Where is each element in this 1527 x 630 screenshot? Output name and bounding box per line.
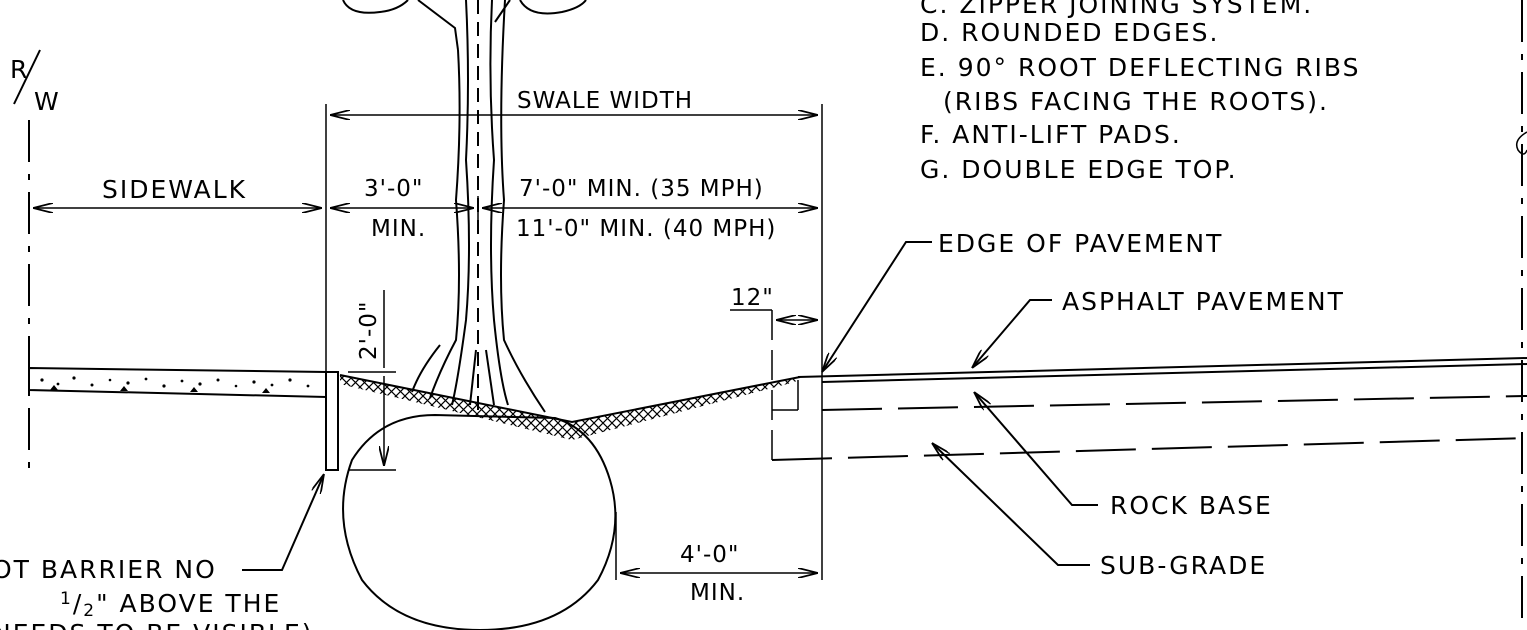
lower-dimensions: SIDEWALK 3'-0" MIN. 7'-0" MIN. (35 MPH) … xyxy=(33,175,818,242)
note-c: C. ZIPPER JOINING SYSTEM. xyxy=(920,0,1313,19)
sidewalk-slab xyxy=(28,366,327,399)
rock-base-line xyxy=(821,395,1527,411)
trunk-inner-right xyxy=(489,0,509,406)
root-barrier-note-line3: NEEDS TO BE VISIBLE) xyxy=(0,619,314,630)
root-mid xyxy=(469,349,477,406)
pavement-layers xyxy=(771,357,1527,461)
branch-left xyxy=(417,0,459,51)
row-slash xyxy=(13,49,41,105)
root-mid-right xyxy=(485,349,495,406)
concrete-stipple xyxy=(40,376,310,393)
edge-of-pavement-leader xyxy=(822,241,932,372)
root-barrier-panel xyxy=(325,371,339,471)
sub-grade-leader xyxy=(932,443,1090,566)
trunk-left-edge xyxy=(429,49,461,399)
sidewalk-outline xyxy=(28,366,327,399)
notes-list: C. ZIPPER JOINING SYSTEM. D. ROUNDED EDG… xyxy=(920,0,1361,184)
fraction-slash: / xyxy=(73,589,83,618)
note-d: D. ROUNDED EDGES. xyxy=(920,18,1219,47)
fraction-denominator: 2 xyxy=(83,601,96,621)
asphalt-pavement-label: ASPHALT PAVEMENT xyxy=(1062,287,1345,316)
min-4ft-label: 4'-0" xyxy=(680,542,739,568)
sidewalk-label: SIDEWALK xyxy=(102,175,247,204)
edge-of-pavement-label: EDGE OF PAVEMENT xyxy=(938,229,1223,258)
min-35mph-label: 7'-0" MIN. (35 MPH) xyxy=(519,176,764,202)
root-barrier-note: OT BARRIER NO 1/2" ABOVE THE NEEDS TO BE… xyxy=(0,474,325,630)
row-r-label: R xyxy=(10,55,29,84)
root-barrier-note-line2-text: " ABOVE THE xyxy=(96,589,281,618)
soil-hatch xyxy=(340,375,800,440)
sub-grade-line xyxy=(771,437,1527,461)
asphalt-top-line xyxy=(797,357,1527,378)
break-symbol xyxy=(1515,131,1527,155)
note-f: F. ANTI-LIFT PADS. xyxy=(920,120,1182,149)
rock-base-leader xyxy=(974,392,1098,506)
min-4ft-min-label: MIN. xyxy=(690,580,745,606)
note-e-line2: (RIBS FACING THE ROOTS). xyxy=(943,87,1329,116)
offset-12in-label: 12" xyxy=(731,285,774,311)
root-barrier-note-line2: 1/2" ABOVE THE xyxy=(60,589,281,621)
right-of-way-line: R W xyxy=(10,49,61,470)
offset-12in-dimension: 12" xyxy=(730,285,818,460)
root-barrier-note-line1: OT BARRIER NO xyxy=(0,555,217,584)
trunk-inner-left xyxy=(451,0,470,406)
branch-right xyxy=(494,0,511,23)
callouts: EDGE OF PAVEMENT ASPHALT PAVEMENT ROCK B… xyxy=(822,229,1345,580)
row-w-label: W xyxy=(34,87,61,116)
swale-ground-line xyxy=(339,374,801,424)
min-3ft-label: 3'-0" xyxy=(364,176,423,202)
root-left xyxy=(411,344,441,393)
swale-width-dimension: SWALE WIDTH xyxy=(325,88,823,580)
note-e-line1: E. 90° ROOT DEFLECTING RIBS xyxy=(920,53,1361,82)
sub-grade-label: SUB-GRADE xyxy=(1100,551,1267,580)
swale-width-label: SWALE WIDTH xyxy=(517,88,693,114)
canopy-left xyxy=(342,0,409,14)
depth-2ft-label: 2'-0" xyxy=(356,301,382,360)
root-barrier-leader xyxy=(242,474,325,571)
trunk-right-edge xyxy=(500,0,546,413)
canopy-right xyxy=(519,0,587,15)
depth-dimension: 2'-0" xyxy=(348,290,396,471)
note-g: G. DOUBLE EDGE TOP. xyxy=(920,155,1238,184)
asphalt-bottom-line xyxy=(821,363,1527,383)
swale-soil xyxy=(339,374,801,440)
min-3ft-min-label: MIN. xyxy=(371,216,426,242)
rock-base-label: ROCK BASE xyxy=(1110,491,1273,520)
min-4ft-dimension: 4'-0" MIN. xyxy=(615,512,818,606)
min-40mph-label: 11'-0" MIN. (40 MPH) xyxy=(516,216,776,242)
asphalt-pavement-leader xyxy=(972,299,1052,368)
fraction-numerator: 1 xyxy=(60,589,73,609)
